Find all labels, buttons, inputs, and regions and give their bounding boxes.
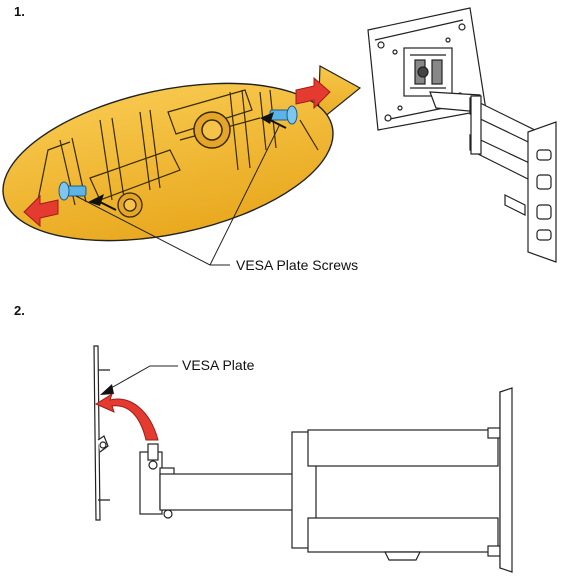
red-direction-arrow-icon bbox=[23, 194, 59, 228]
black-pointer-arrow-icon bbox=[100, 384, 114, 395]
vesa-screw-right bbox=[269, 105, 298, 125]
callout-leader-lines bbox=[75, 123, 281, 266]
vesa-plate-label: VESA Plate bbox=[182, 357, 255, 373]
wall-mount-step1 bbox=[367, 7, 557, 263]
vesa-plate-screws-label: VESA Plate Screws bbox=[236, 257, 359, 273]
vesa-plate-side bbox=[93, 345, 110, 521]
vesa-screw-left bbox=[58, 181, 87, 201]
vesa-plate-leader bbox=[103, 365, 178, 393]
step-number-2: 2. bbox=[14, 303, 25, 318]
step-number-1: 1. bbox=[14, 4, 25, 19]
curved-red-arrow-icon bbox=[94, 392, 159, 441]
magnified-detail bbox=[2, 65, 362, 242]
wall-mount-step2 bbox=[139, 387, 513, 573]
red-direction-arrow-icon bbox=[295, 76, 331, 110]
